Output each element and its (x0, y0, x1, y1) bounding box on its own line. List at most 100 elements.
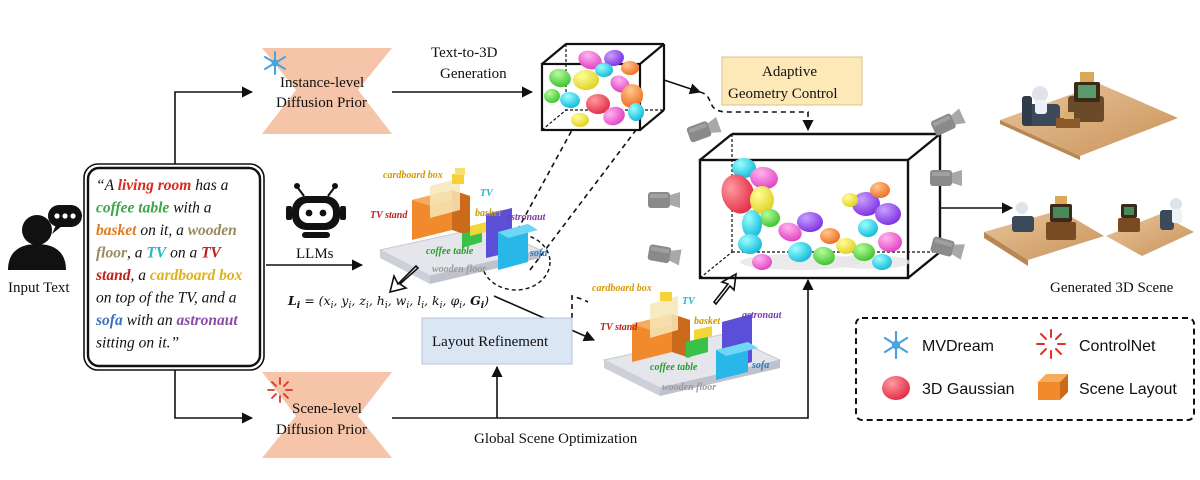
gaussian-blob (578, 50, 602, 70)
legend-snowflake-icon (883, 330, 909, 360)
user-icon (8, 205, 82, 270)
instance-prior-line1: Instance-level (280, 75, 364, 91)
quote-run: stand (95, 267, 131, 284)
text-to-3d-line1: Text-to-3D (431, 45, 498, 61)
layout-scene-upper (378, 168, 542, 284)
gaussian-blob (836, 238, 856, 254)
gaussian-blob (621, 61, 639, 75)
legend-controlnet: ControlNet (1079, 338, 1156, 355)
text-to-3d-line2: Generation (440, 66, 507, 82)
legend-scene-layout: Scene Layout (1079, 381, 1177, 398)
layout-scene-lower (602, 292, 782, 396)
gaussian-blob (560, 91, 580, 109)
layout-refinement-label: Layout Refinement (432, 334, 549, 350)
gaussian-blob (573, 70, 599, 90)
gaussian-blob (628, 103, 644, 121)
tag-wooden-floor-upper: wooden floor (432, 264, 486, 275)
camera-icon (930, 236, 965, 260)
instance-prior-block: Instance-level Diffusion Prior (262, 48, 392, 134)
tag-tv-stand-upper: TV stand (370, 210, 408, 221)
gaussian-blob (752, 254, 772, 270)
llms-label: LLMs (296, 246, 334, 262)
gaussian-blob (549, 68, 571, 88)
camera-icon (686, 117, 722, 143)
tag-tv-stand-lower: TV stand (600, 322, 638, 333)
scene-prior-line2: Diffusion Prior (276, 422, 367, 438)
snowflake-icon (264, 51, 286, 75)
tag-coffee-table-lower: coffee table (650, 362, 698, 373)
gaussian-blob (738, 234, 762, 254)
gaussian-blob (586, 94, 610, 114)
legend-layout-cube-icon (1038, 374, 1068, 400)
quote-run: living room (118, 177, 192, 194)
gaussian-blob (858, 219, 878, 237)
scene-prior-block: Scene-level Diffusion Prior (262, 372, 392, 458)
camera-icon (647, 244, 682, 266)
gaussian-blob (853, 243, 875, 261)
gaussian-blob (813, 246, 835, 266)
gaussian-blob (760, 209, 780, 227)
quote-run: with an (123, 312, 177, 329)
adaptive-line2: Geometry Control (728, 86, 838, 102)
gaussian-blob (732, 158, 756, 178)
hollow-arrow-left (388, 264, 420, 294)
instance-prior-line2: Diffusion Prior (276, 95, 367, 111)
quote-run: on a (166, 245, 201, 262)
layout-refinement-block: Layout Refinement (421, 317, 573, 365)
quote-run: astronaut (177, 312, 239, 329)
gaussian-blob (778, 222, 802, 242)
gaussian-blob (842, 193, 858, 207)
gaussian-blob (721, 174, 755, 214)
gaussian-blob (604, 49, 624, 67)
gaussian-blob (544, 89, 560, 103)
legend-gaussian-icon (882, 376, 910, 400)
quote-run: , a (127, 245, 146, 262)
generated-scene-render-left (984, 196, 1104, 266)
generated-scene-label: Generated 3D Scene (1050, 280, 1174, 296)
quote-run: TV (146, 245, 167, 262)
tag-astronaut-upper: astronaut (506, 212, 547, 223)
camera-icon (930, 170, 962, 186)
sofa-zoom-ring (481, 233, 551, 291)
tag-wooden-floor-lower: wooden floor (662, 382, 716, 393)
quote-run: TV (201, 245, 222, 262)
spark-icon (267, 377, 293, 403)
gaussian-blob (742, 210, 762, 238)
generated-scene-render-right (1106, 198, 1194, 256)
tag-basket-upper: basket (475, 208, 502, 219)
input-text-label: Input Text (8, 280, 70, 296)
layout-formula: Li = (xi, yi, zi, hi, wi, li, ki, φi, Gi… (287, 293, 489, 311)
camera-icons (647, 108, 966, 266)
gaussian-blob (620, 84, 644, 108)
gaussian-blob (788, 241, 812, 263)
quote-run: cardboard box (150, 267, 243, 284)
tag-sofa-lower: sofa (751, 360, 769, 371)
quote-run: sofa (95, 312, 123, 329)
quote-run: has a (191, 177, 228, 194)
gaussian-blob (820, 228, 840, 244)
tag-coffee-table-upper: coffee table (426, 246, 474, 257)
instance-gaussian-cube (540, 42, 666, 132)
quote-run: sitting on it.” (96, 335, 179, 352)
camera-icon (930, 108, 966, 136)
tag-cardboard-box-lower: cardboard box (592, 283, 652, 294)
gaussian-blob (852, 192, 880, 216)
gaussian-blob (797, 212, 823, 232)
global-opt-label: Global Scene Optimization (474, 431, 638, 447)
quote-run: wooden (188, 222, 237, 239)
quote-run: on it, a (136, 222, 187, 239)
camera-icon (648, 192, 680, 208)
gaussian-blob (750, 166, 778, 190)
legend-mvdream: MVDream (922, 338, 994, 355)
adaptive-line1: Adaptive (762, 64, 817, 80)
quote-run: floor (96, 245, 128, 262)
tag-tv-upper: TV (480, 188, 494, 199)
quote-run: on top of the TV, and a (96, 290, 237, 307)
adaptive-geometry-block: Adaptive Geometry Control (721, 56, 863, 106)
gaussian-blob (571, 113, 589, 127)
tag-sofa-upper: sofa (529, 248, 547, 259)
quote-run: , a (130, 267, 149, 284)
